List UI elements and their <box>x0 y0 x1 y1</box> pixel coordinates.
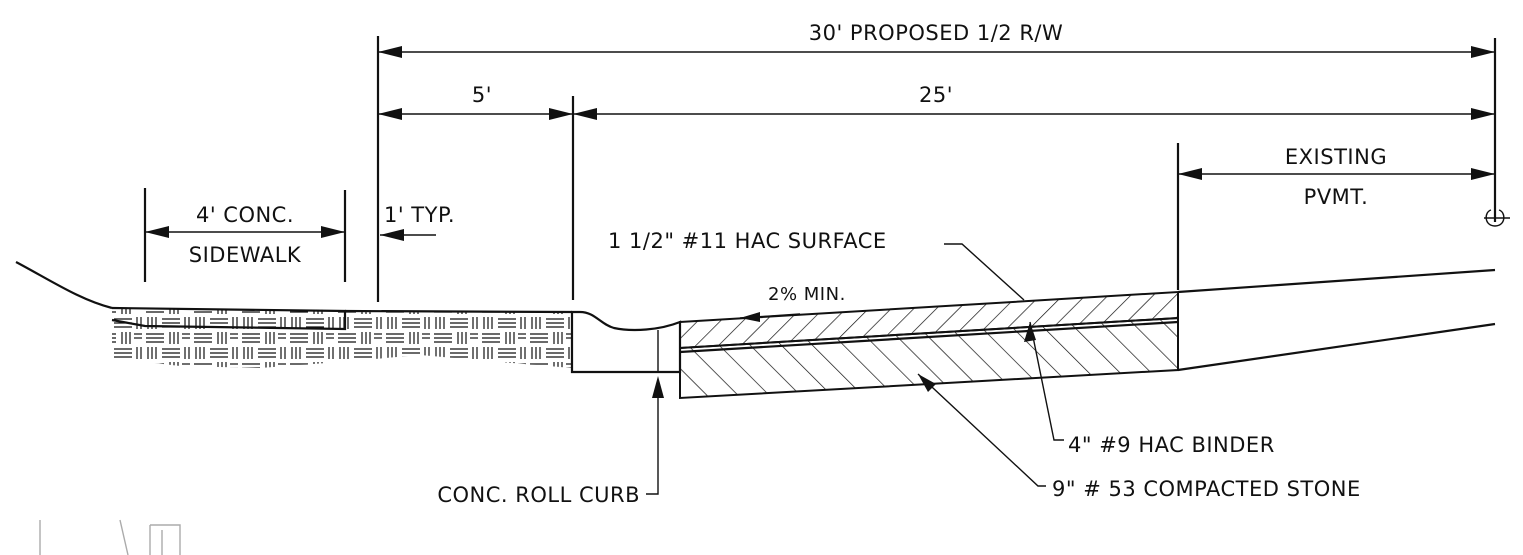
dim-existing-pavement: EXISTING PVMT. <box>1176 143 1495 290</box>
dim-row-width: 30' PROPOSED 1/2 R/W <box>376 21 1497 302</box>
row-width-label: 30' PROPOSED 1/2 R/W <box>809 21 1064 45</box>
existing-pavement-label-1: EXISTING <box>1285 145 1387 169</box>
scan-artifact <box>39 519 181 555</box>
sidewalk-slab <box>111 306 347 331</box>
callout-slope: 2% MIN. <box>739 284 846 322</box>
sidewalk-label-1: 4' CONC. <box>196 203 294 227</box>
dim-sidewalk: 4' CONC. SIDEWALK <box>143 188 347 282</box>
pavement-width-label: 25' <box>919 83 953 107</box>
binder-label: 4" #9 HAC BINDER <box>1068 433 1275 457</box>
earth-fill <box>112 308 572 368</box>
curb-label: CONC. ROLL CURB <box>437 483 640 507</box>
stone-label: 9" # 53 COMPACTED STONE <box>1052 477 1361 501</box>
dim-pavement-width: 25' <box>573 83 1495 120</box>
roll-curb <box>570 310 682 374</box>
existing-pavement-bottom <box>1177 322 1496 372</box>
slope-label: 2% MIN. <box>768 284 846 305</box>
existing-grade-left <box>15 261 113 310</box>
callout-curb: CONC. ROLL CURB <box>437 376 664 507</box>
existing-pavement-label-2: PVMT. <box>1304 185 1369 209</box>
sidewalk-label-2: SIDEWALK <box>189 243 302 267</box>
curb-offset-label: 5' <box>472 83 492 107</box>
existing-pavement-top <box>1177 268 1496 294</box>
callout-binder: 4" #9 HAC BINDER <box>1024 321 1275 457</box>
centerline-symbol <box>1484 209 1510 227</box>
dim-typical-offset: 1' TYP. <box>380 203 455 241</box>
callout-surface: 1 1/2" #11 HAC SURFACE <box>608 229 1025 301</box>
dim-curb-offset: 5' <box>378 83 575 300</box>
typical-offset-label: 1' TYP. <box>384 203 455 227</box>
surface-label: 1 1/2" #11 HAC SURFACE <box>608 229 887 253</box>
callout-stone: 9" # 53 COMPACTED STONE <box>917 373 1361 501</box>
